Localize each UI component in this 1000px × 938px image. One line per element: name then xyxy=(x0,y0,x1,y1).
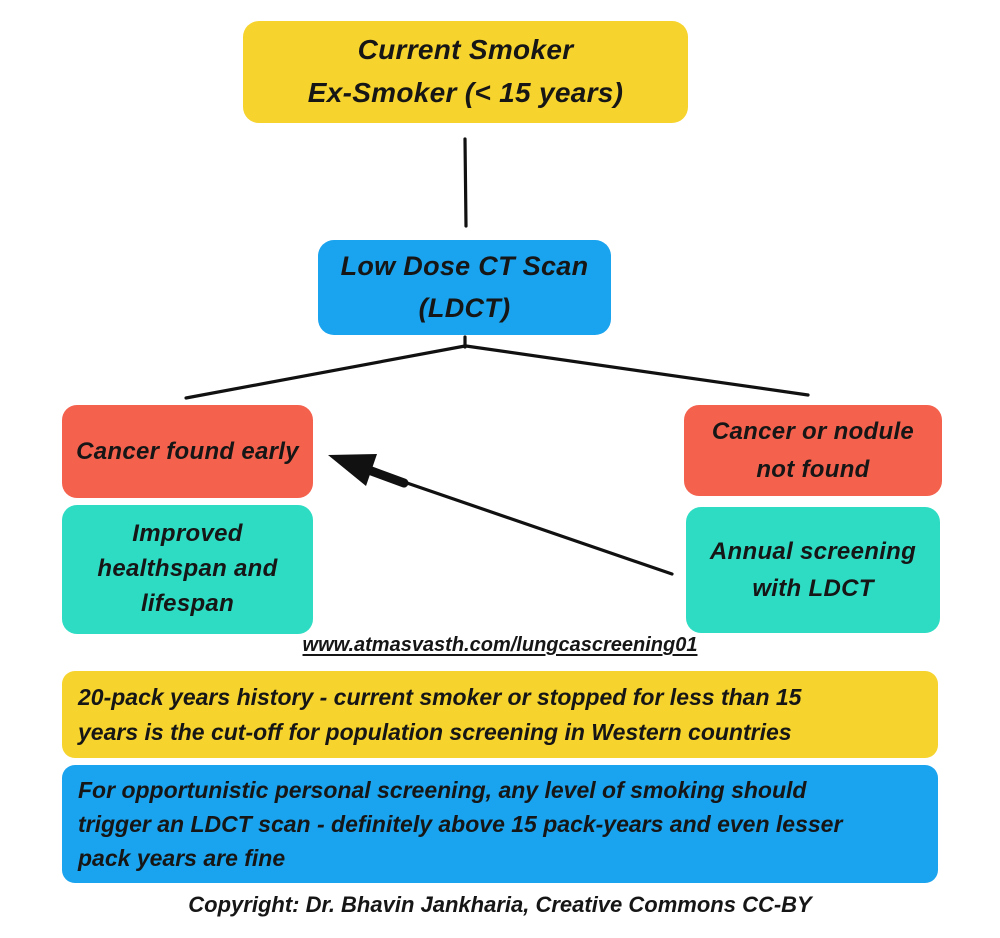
improved-healthspan-box: Improved healthspan and lifespan xyxy=(62,505,313,634)
note-line: trigger an LDCT scan - definitely above … xyxy=(78,810,843,837)
ldct-box: Low Dose CT Scan (LDCT) xyxy=(318,240,611,335)
feedback-arrow xyxy=(328,454,674,576)
box-line: lifespan xyxy=(140,589,235,617)
branch-right-line xyxy=(464,344,810,397)
branch-left-line xyxy=(184,344,467,400)
box-line: Annual screening xyxy=(709,537,917,565)
copyright-text: Copyright: Dr. Bhavin Jankharia, Creativ… xyxy=(188,892,812,917)
note-line: years is the cut-off for population scre… xyxy=(78,718,792,745)
box-line: Cancer or nodule xyxy=(711,418,915,446)
box-line: healthspan and xyxy=(97,555,278,583)
population-note-box: 20-pack years history - current smoker o… xyxy=(62,671,938,758)
cancer-not-found-box: Cancer or nodule not found xyxy=(684,405,942,496)
source-url-row: www.atmasvasth.com/lungcascreening01 xyxy=(0,634,1000,657)
current-smoker-box: Current Smoker Ex-Smoker (< 15 years) xyxy=(243,21,688,123)
note-line: 20-pack years history - current smoker o… xyxy=(78,684,802,711)
box-line: with LDCT xyxy=(752,575,874,602)
annual-screening-box: Annual screening with LDCT xyxy=(686,507,940,633)
source-url-link[interactable]: www.atmasvasth.com/lungcascreening01 xyxy=(302,634,698,656)
box-line: Current Smoker xyxy=(357,34,574,66)
box-line: Cancer found early xyxy=(76,437,299,465)
note-line: For opportunistic personal screening, an… xyxy=(78,776,807,803)
cancer-found-box: Cancer found early xyxy=(62,405,313,498)
top-connector-line xyxy=(463,137,468,228)
arrowhead-icon xyxy=(328,454,377,486)
box-line: Ex-Smoker (< 15 years) xyxy=(307,77,624,108)
note-line: pack years are fine xyxy=(78,845,286,872)
box-line: Low Dose CT Scan xyxy=(340,250,589,281)
box-line: (LDCT) xyxy=(418,292,511,323)
box-line: Improved xyxy=(132,520,243,548)
opportunistic-note-box: For opportunistic personal screening, an… xyxy=(62,765,938,883)
box-line: not found xyxy=(756,455,870,483)
